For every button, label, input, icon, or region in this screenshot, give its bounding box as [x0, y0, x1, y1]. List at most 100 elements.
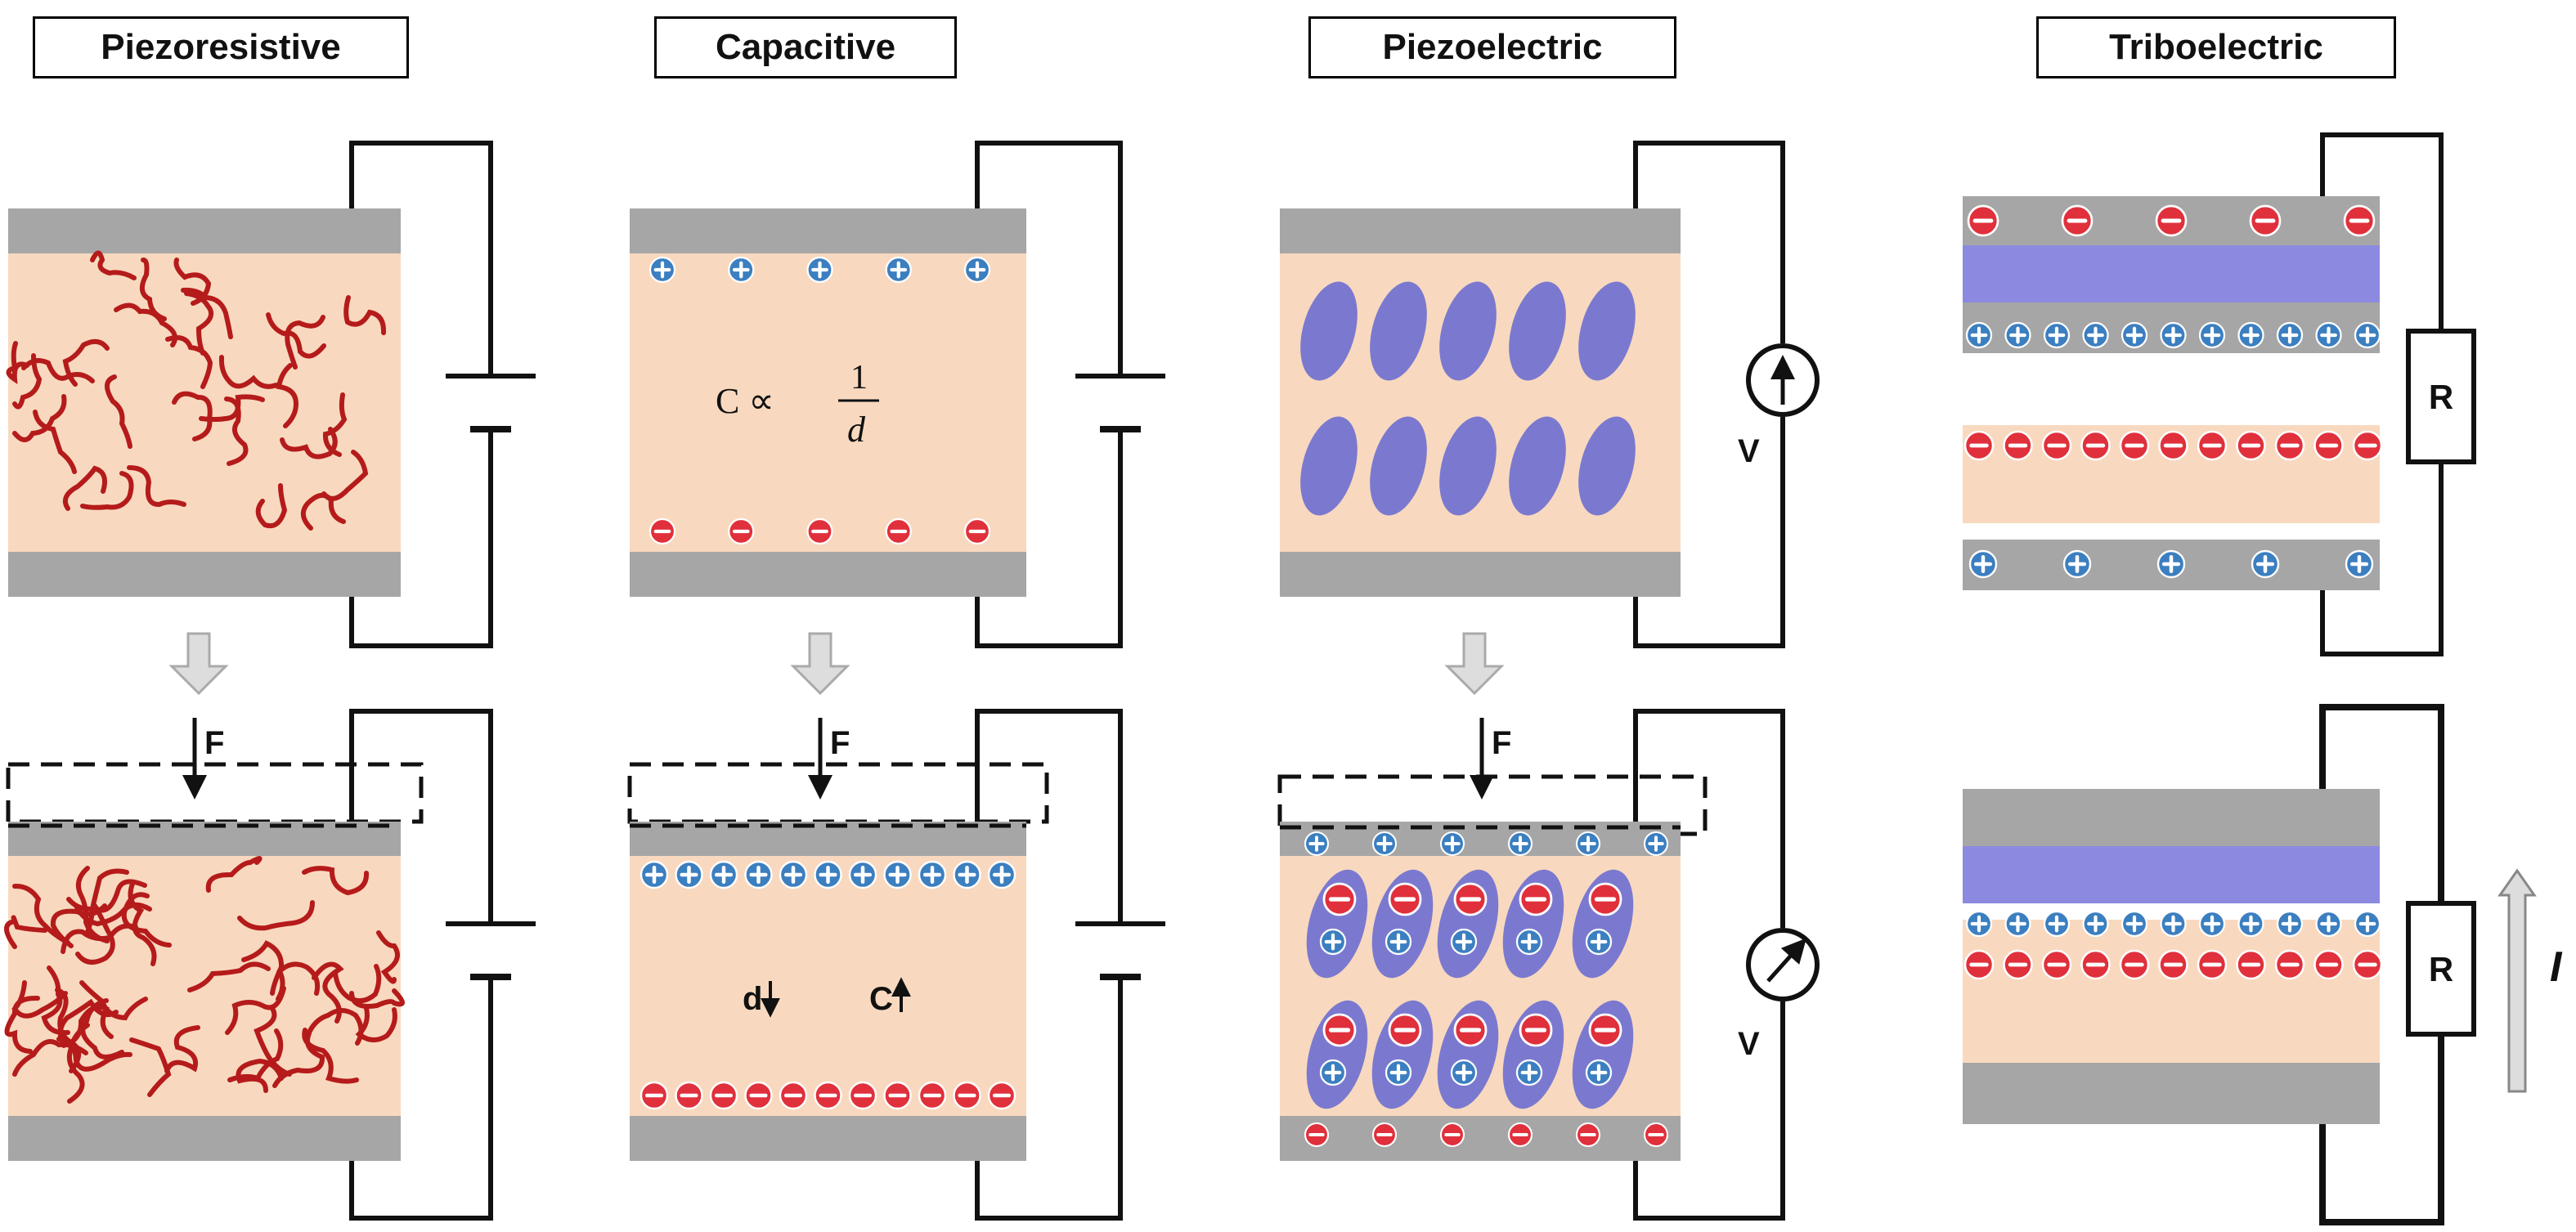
circuit-wire	[349, 709, 493, 1221]
fiber	[12, 353, 43, 410]
battery-icon	[446, 921, 536, 980]
current-label: I	[2550, 943, 2563, 991]
negative-charge-icon	[1388, 1013, 1422, 1047]
positive-charge-icon	[2237, 910, 2264, 938]
polarized-dipoles	[1306, 869, 1634, 1109]
positive-charge-icon	[1507, 831, 1533, 857]
dipole	[1578, 281, 1636, 381]
polarized-dipole	[1371, 869, 1434, 979]
fiber	[41, 965, 70, 1036]
negative-charge-icon	[1322, 882, 1357, 916]
fiber	[105, 374, 132, 449]
fiber	[187, 961, 271, 992]
positive-charge-icon	[1585, 928, 1613, 956]
negative-charges	[1963, 949, 2383, 980]
fiber	[165, 335, 213, 389]
positive-charge-icon	[2120, 910, 2148, 938]
capacitive-top-sensor: C ∝ 1 d	[630, 141, 1165, 648]
top-electrode	[8, 208, 401, 253]
negative-charge-icon	[2197, 430, 2228, 461]
positive-charge-icon	[963, 256, 991, 284]
positive-charge-icon	[1575, 831, 1601, 857]
negative-charge-icon	[1388, 882, 1422, 916]
negative-charge-icon	[963, 517, 991, 545]
bottom-electrode	[1280, 552, 1681, 597]
negative-charge-icon	[2274, 949, 2305, 980]
positive-charge-icon	[2004, 910, 2031, 938]
polarized-dipole	[1306, 869, 1368, 979]
conductive-fibers	[6, 250, 387, 531]
fiber	[302, 1028, 359, 1084]
positive-charge-icon	[728, 256, 755, 284]
resistor-icon	[2406, 329, 2476, 464]
bottom-electrode	[8, 552, 401, 597]
positive-charge-icon	[675, 860, 703, 889]
dipole	[1509, 416, 1566, 516]
down-arrow-icon	[1444, 632, 1505, 696]
dipole	[1300, 416, 1358, 516]
fiber	[4, 915, 47, 949]
circuit-wire	[1633, 141, 1785, 648]
dipole	[1439, 416, 1497, 516]
negative-charge-icon	[2158, 949, 2188, 980]
positive-charge-icon	[883, 860, 912, 889]
fiber	[12, 883, 70, 945]
circuit-wire	[349, 141, 493, 648]
distance-decrease-label: d	[743, 981, 780, 1018]
negative-charges	[648, 517, 991, 545]
negative-charge-icon	[2080, 430, 2111, 461]
negative-charge-icon	[1507, 1122, 1533, 1148]
positive-charge-icon	[2198, 321, 2226, 349]
polarized-dipole	[1306, 1000, 1368, 1109]
formula-lhs: C ∝	[716, 381, 774, 421]
positive-charge-icon	[2043, 910, 2071, 938]
positive-charge-icon	[640, 860, 669, 889]
negative-charge-icon	[1439, 1122, 1465, 1148]
bottom-electrode	[630, 552, 1026, 597]
negative-charge-icon	[1588, 1013, 1622, 1047]
positive-charge-icon	[814, 860, 842, 889]
negative-charge-icon	[814, 1081, 842, 1110]
original-outline	[627, 762, 1049, 824]
dielectric-film	[1963, 846, 2380, 902]
fiber	[285, 315, 325, 370]
fiber	[322, 392, 348, 457]
positive-charge-icon	[2345, 549, 2374, 579]
positive-charge-icon	[2315, 910, 2342, 938]
fiber	[276, 961, 321, 1001]
piezoelectric-bottom-sensor: V F	[1277, 709, 1820, 1221]
negative-charge-icon	[2003, 430, 2033, 461]
battery-icon	[1075, 921, 1165, 980]
negative-charges	[1304, 1122, 1669, 1148]
fiber	[237, 900, 315, 931]
negative-charges	[1963, 430, 2383, 461]
negative-charge-icon	[1322, 1013, 1357, 1047]
circuit-wire	[1633, 709, 1785, 1221]
battery-icon	[446, 374, 536, 432]
positive-charge-icon	[2160, 910, 2187, 938]
dipole	[1509, 281, 1566, 381]
piezoresistive-top-sensor	[6, 141, 536, 648]
dielectric-layer	[630, 253, 1026, 552]
negative-charge-icon	[2041, 949, 2072, 980]
positive-charge-icon	[648, 256, 676, 284]
positive-charge-icon	[1965, 321, 1993, 349]
positive-charge-icon	[2315, 321, 2342, 349]
fiber	[255, 483, 288, 529]
negative-charge-icon	[2352, 949, 2383, 980]
positive-charge-icon	[2043, 321, 2071, 349]
negative-charge-icon	[2249, 204, 2282, 237]
positive-charge-icon	[848, 860, 877, 889]
fiber	[56, 1037, 132, 1072]
negative-charge-icon	[728, 517, 755, 545]
positive-charge-icon	[1585, 1059, 1613, 1086]
positive-charge-icon	[2082, 321, 2109, 349]
negative-charges	[1967, 204, 2376, 237]
down-arrow-icon	[790, 632, 850, 696]
formula-denominator: d	[847, 410, 866, 450]
negative-charge-icon	[779, 1081, 808, 1110]
current-arrow-icon	[2497, 868, 2537, 1093]
fiber	[302, 866, 370, 896]
